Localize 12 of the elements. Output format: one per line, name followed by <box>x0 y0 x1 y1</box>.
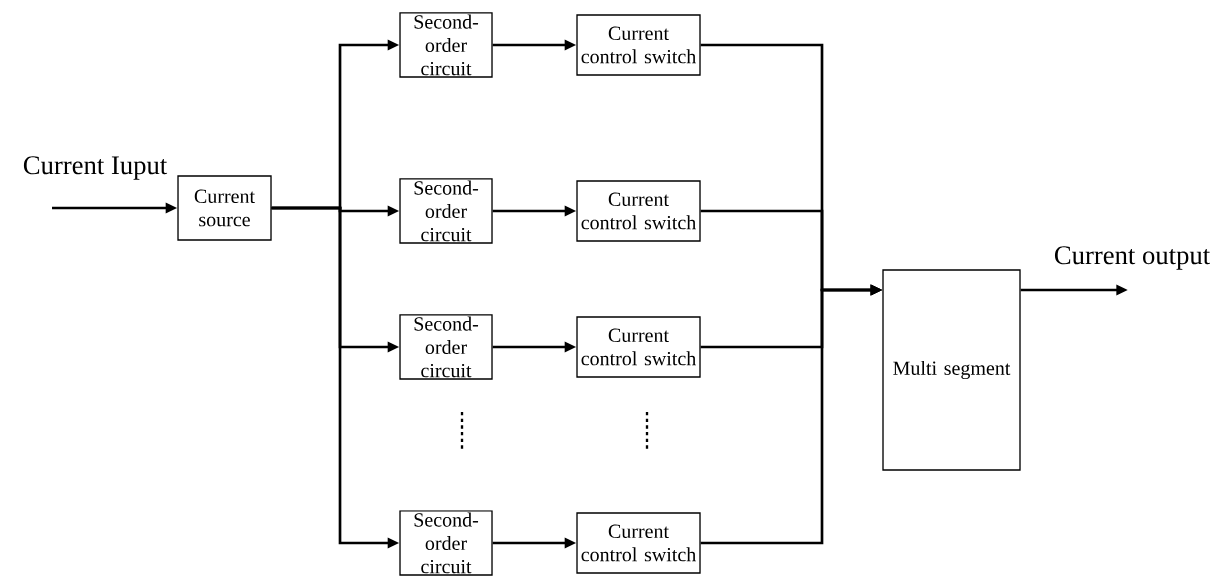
process-box: Current control switch <box>576 316 701 378</box>
edge-label: Current Iuput <box>21 154 169 182</box>
process-box: Multi segment <box>882 269 1021 471</box>
process-box: Current control switch <box>576 512 701 574</box>
process-box: Current source <box>177 175 272 241</box>
process-box: Current control switch <box>576 14 701 76</box>
process-box: Current control switch <box>576 180 701 242</box>
process-box: Second-order circuit <box>399 314 493 380</box>
process-box: Second-order circuit <box>399 178 493 244</box>
process-box: Second-order circuit <box>399 12 493 78</box>
edge-label: Current output <box>1052 244 1212 272</box>
process-box: Second-order circuit <box>399 510 493 576</box>
